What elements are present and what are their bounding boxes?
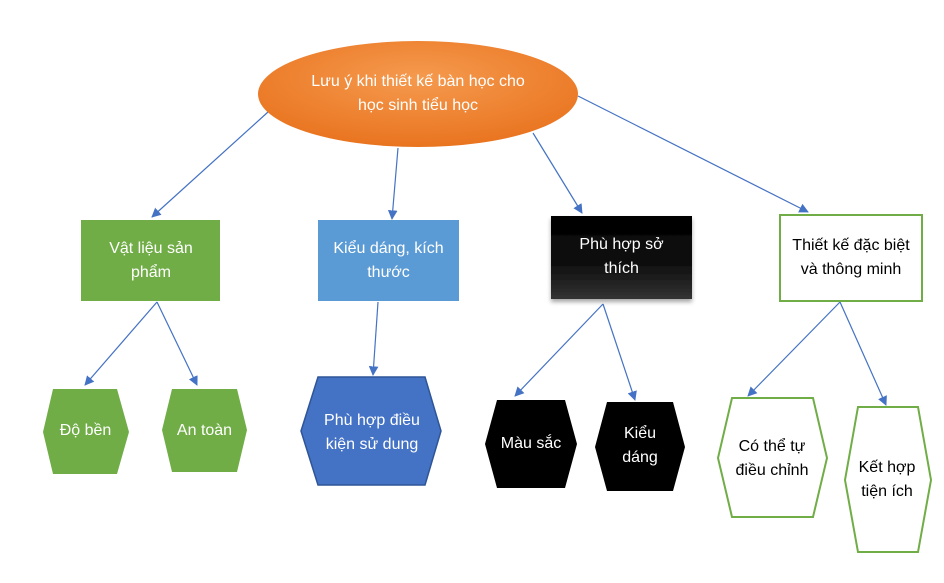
connector-cat3-leaf1 — [514, 303, 604, 397]
leaf-1-2-shape — [162, 389, 247, 472]
leaf-an-toan: An toàn — [176, 398, 233, 464]
leaf-4-2-shape — [843, 406, 933, 553]
leaf-mau-sac: Màu sắc — [500, 410, 562, 478]
category-so-thich: Phù hợp sở thích — [563, 218, 680, 296]
leaf-3-1-shape — [485, 400, 577, 488]
leaf-3-2-shape — [595, 402, 685, 491]
leaf-4-1-shape — [716, 397, 829, 518]
category-1-shape — [81, 220, 220, 301]
leaf-kieu-dang: Kiểu dáng — [608, 412, 672, 480]
connector-root-cat3 — [532, 132, 583, 214]
category-label: Phù hợp sở thích — [579, 236, 664, 277]
leaf-do-ben: Độ bền — [58, 398, 113, 464]
leaf-label: Phù hợp điều kiện sử dung — [324, 412, 420, 453]
category-label: Thiết kế đặc biệt và thông minh — [792, 237, 910, 278]
connector-cat1-leaf1 — [84, 301, 158, 386]
category-vat-lieu: Vật liệu sản phẩm — [90, 222, 212, 300]
leaf-phu-hop-dieu-kien: Phù hợp điều kiện sử dung — [320, 390, 424, 476]
category-2-shape — [318, 220, 459, 301]
leaf-ket-hop-tien-ich: Kết hợp tiện ích — [858, 420, 916, 540]
category-3-shape — [551, 216, 692, 299]
connector-root-cat2 — [387, 147, 399, 220]
leaf-label: Độ bền — [59, 422, 112, 439]
root-label: Lưu ý khi thiết kế bàn học cho học sinh … — [311, 73, 525, 114]
leaf-label: Kiểu dáng — [622, 425, 658, 466]
leaf-co-the-tu-dieu-chinh: Có thể tự điều chỉnh — [734, 412, 810, 506]
category-4-shape — [779, 214, 923, 302]
root-node-shape — [258, 41, 578, 147]
leaf-label: Kết hợp tiện ích — [858, 459, 916, 500]
root-node: Lưu ý khi thiết kế bàn học cho học sinh … — [300, 56, 536, 132]
leaf-label: An toàn — [176, 422, 233, 439]
connector-cat2-leaf1 — [368, 301, 379, 376]
leaf-label: Màu sắc — [500, 435, 562, 452]
category-kieu-dang: Kiểu dáng, kích thước — [322, 222, 455, 300]
category-label: Vật liệu sản phẩm — [109, 240, 193, 281]
connector-cat4-leaf1 — [747, 301, 841, 397]
leaf-2-1-shape — [300, 376, 442, 486]
leaf-1-1-shape — [43, 389, 129, 474]
category-label: Kiểu dáng, kích thước — [333, 240, 444, 281]
connector-root-cat4 — [577, 95, 809, 213]
connector-cat1-leaf2 — [156, 301, 198, 386]
leaf-label: Có thể tự điều chỉnh — [735, 438, 809, 479]
connector-cat4-leaf2 — [839, 301, 887, 406]
connector-root-cat1 — [151, 111, 269, 218]
connector-cat3-leaf2 — [602, 303, 637, 401]
category-thiet-ke: Thiết kế đặc biệt và thông minh — [786, 218, 916, 298]
connectors — [84, 95, 887, 406]
